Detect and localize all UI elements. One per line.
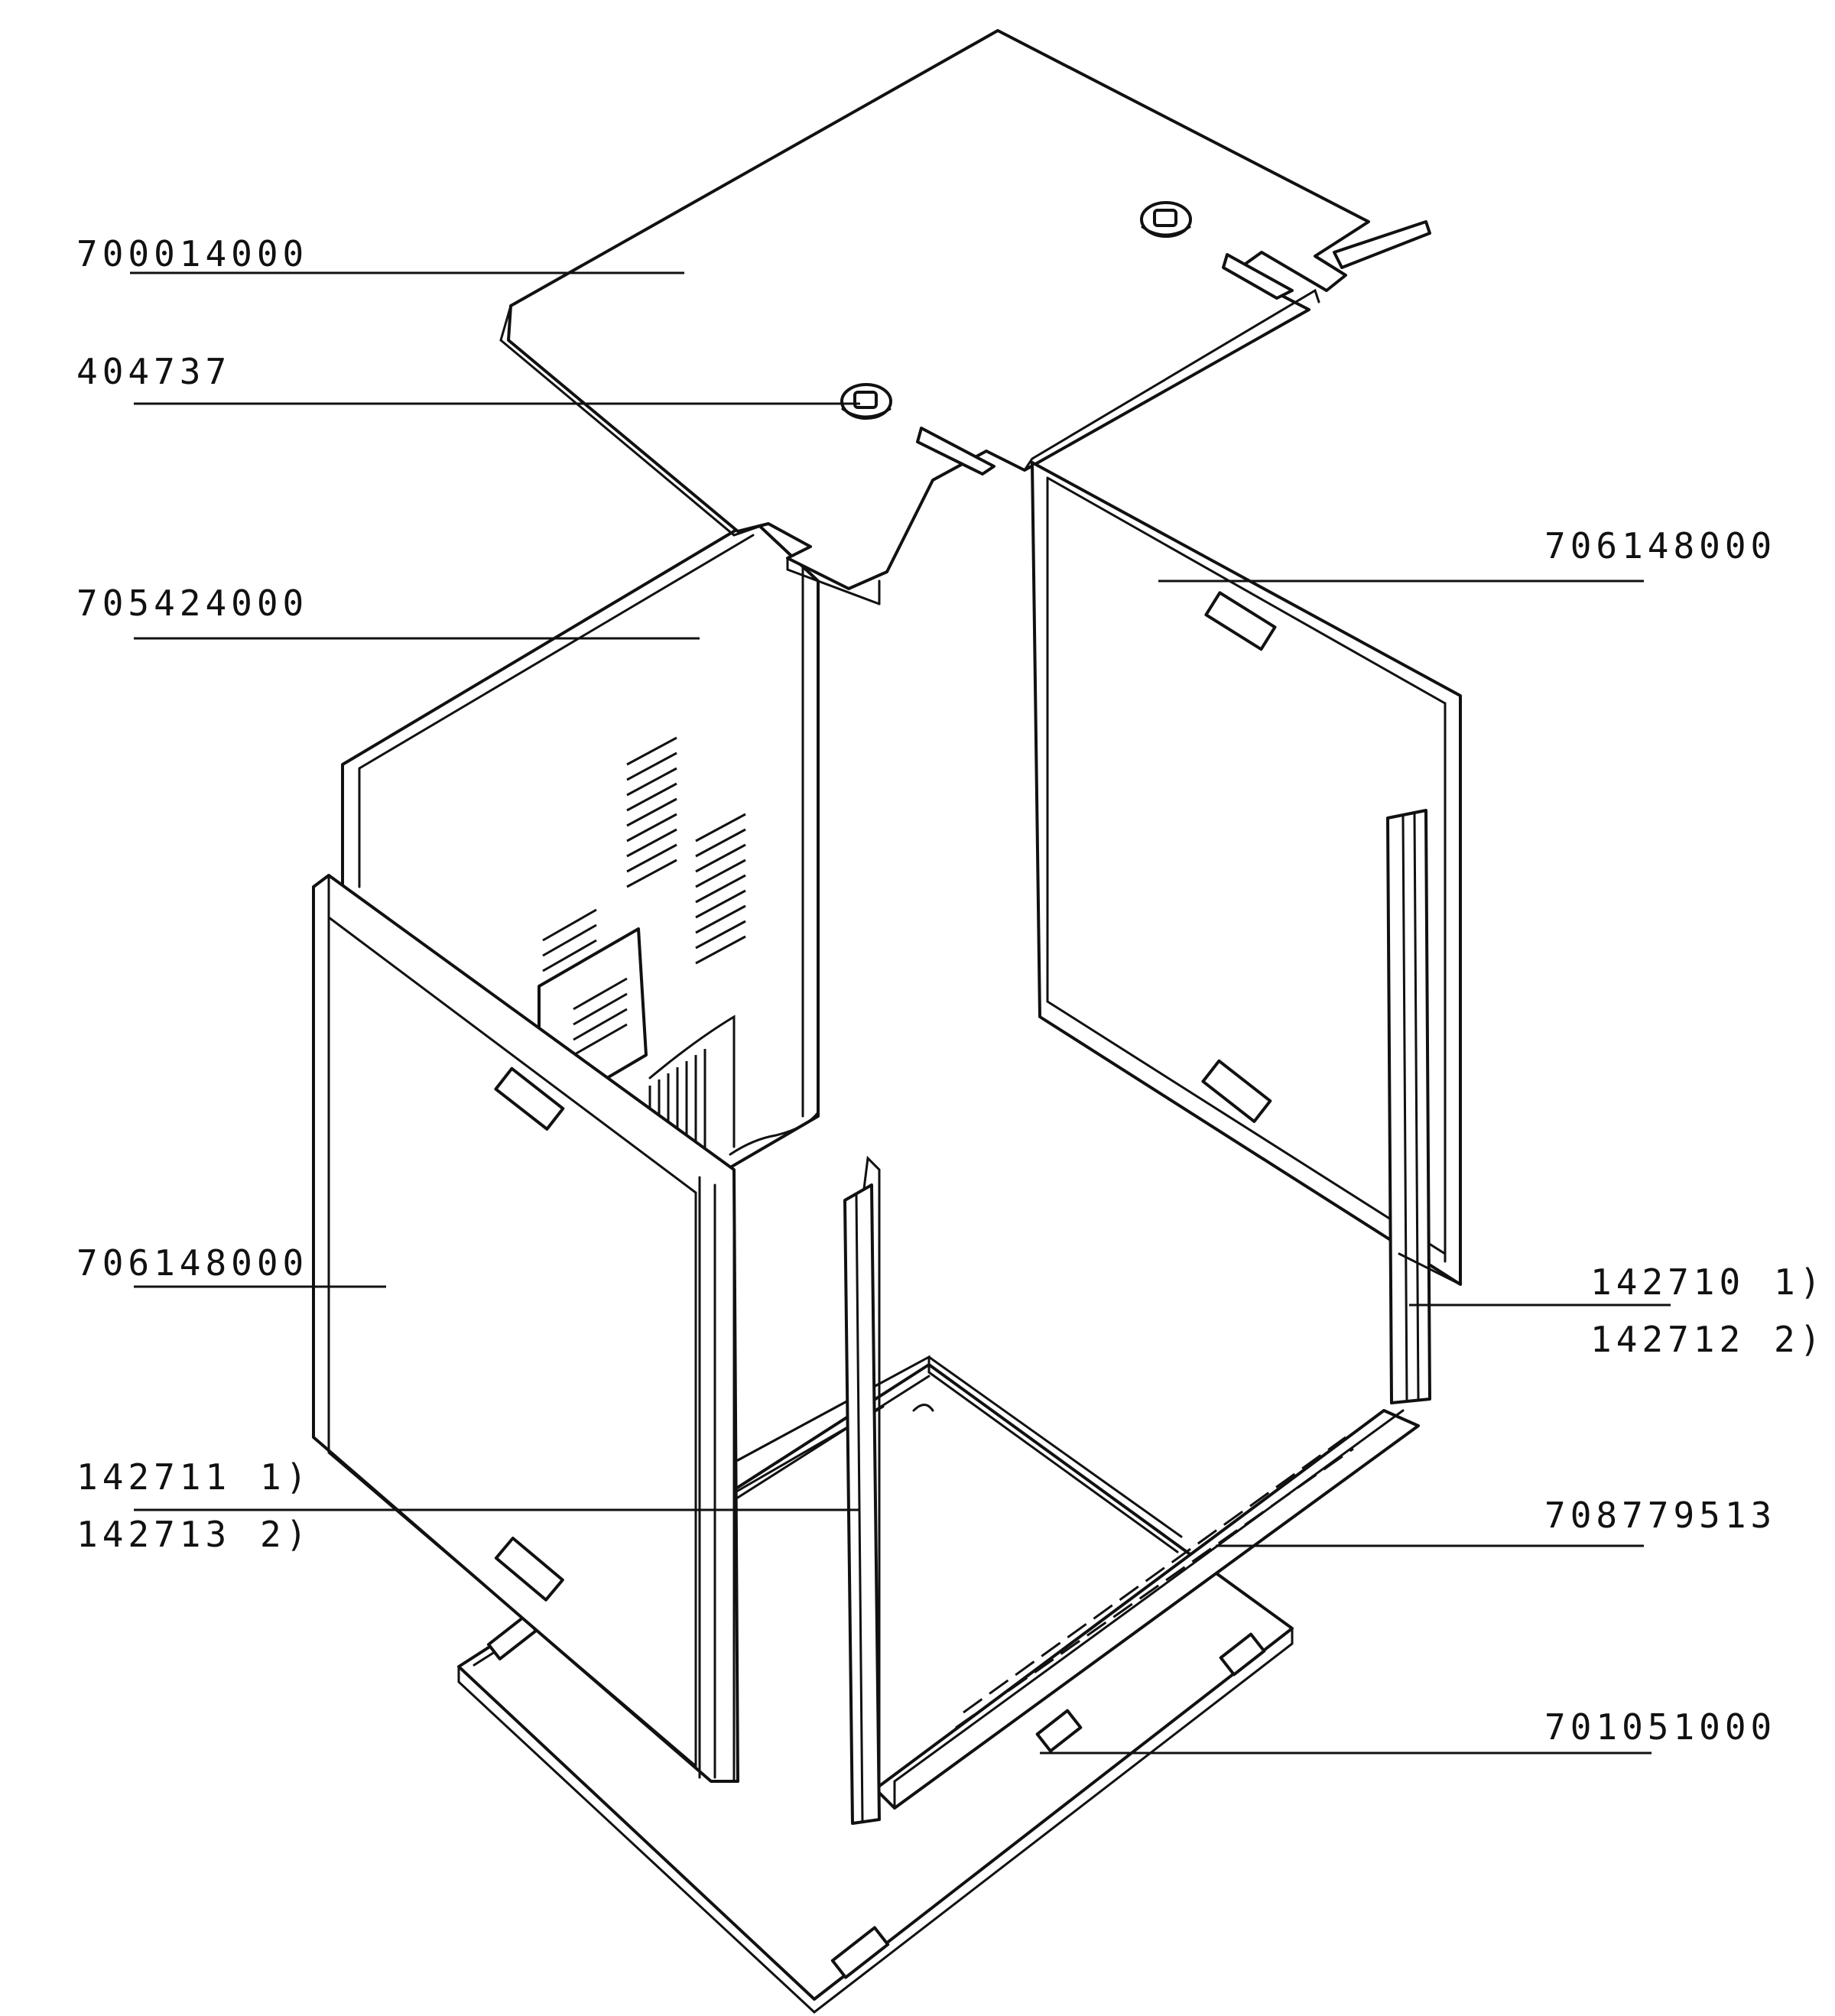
grommet-front xyxy=(840,383,892,420)
center-strip xyxy=(843,1155,881,1825)
grommet-rear xyxy=(1140,201,1192,238)
label-left-strip-a: 142711 xyxy=(76,1456,231,1498)
leader-lines xyxy=(130,271,1671,1755)
label-left-strip-b: 142713 xyxy=(76,1514,231,1555)
label-right-strip-b-note: 2) xyxy=(1774,1319,1825,1360)
label-right-strip-a-note: 1) xyxy=(1774,1261,1825,1303)
left-side-panel xyxy=(312,874,739,1783)
right-corner-strip xyxy=(1386,809,1462,1404)
label-top-cover: 700014000 xyxy=(76,233,308,274)
label-right-strip-a: 142710 xyxy=(1590,1261,1745,1303)
callout-labels: 700014000 404737 705424000 706148000 706… xyxy=(76,233,1825,1748)
label-base-plate: 701051000 xyxy=(1544,1706,1776,1748)
label-rail: 708779513 xyxy=(1544,1495,1776,1536)
label-left-strip-b-note: 2) xyxy=(260,1514,311,1555)
rear-panel-vents xyxy=(542,736,746,972)
label-left-side-panel: 706148000 xyxy=(76,1242,308,1284)
label-rear-panel: 705424000 xyxy=(76,583,308,624)
top-cover xyxy=(499,29,1431,605)
label-left-strip-a-note: 1) xyxy=(260,1456,311,1498)
label-grommet: 404737 xyxy=(76,351,231,392)
rail xyxy=(874,1409,1420,1810)
right-side-panel xyxy=(1031,461,1462,1404)
label-right-strip-b: 142712 xyxy=(1590,1319,1745,1360)
label-right-side-panel: 706148000 xyxy=(1544,525,1776,566)
